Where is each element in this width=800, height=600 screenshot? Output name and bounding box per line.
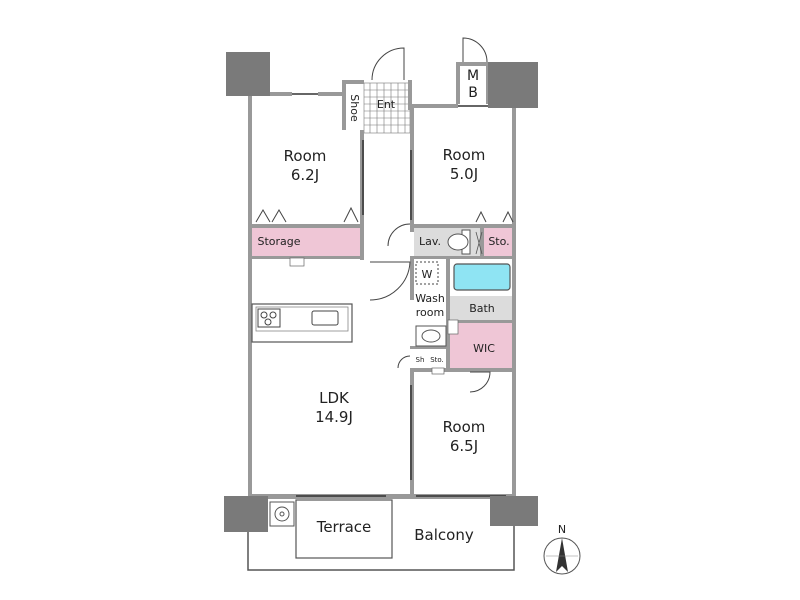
swing-doors (369, 37, 491, 393)
lavatory-label: Lav. (419, 235, 441, 248)
storage-label: Storage (257, 235, 300, 248)
wic-zone (450, 323, 514, 371)
washer-space (415, 261, 439, 285)
room-se-size: 6.5J (450, 437, 478, 455)
washroom-label-1: Wash (415, 292, 445, 305)
terrace-area (295, 499, 393, 559)
room-nw-size: 6.2J (291, 166, 319, 184)
room-se-label: Room (443, 418, 486, 436)
ldk-size: 14.9J (315, 408, 353, 426)
room-ne-label: Room (443, 146, 486, 164)
panel-box (289, 257, 305, 267)
north-label: N (558, 523, 566, 536)
toilet-icon (447, 229, 471, 255)
bathtub-icon (453, 263, 511, 291)
entrance-tiles (363, 82, 411, 134)
ldk-label: LDK (319, 389, 350, 407)
storage-zone (252, 228, 362, 258)
vent-box (431, 367, 445, 375)
bath-label: Bath (469, 302, 495, 315)
wic-label: WIC (473, 342, 495, 355)
balcony-label: Balcony (414, 526, 474, 544)
switch-box (447, 319, 459, 335)
sto-label: Sto. (488, 235, 509, 248)
sto-zone (484, 228, 514, 258)
washer-label: W (422, 268, 433, 281)
mb-top-label: M (467, 68, 479, 84)
shoe-label: Shoe (348, 94, 361, 122)
terrace-label: Terrace (316, 518, 372, 536)
sto-mini-label: Sto. (430, 356, 444, 364)
sh-label: Sh (416, 356, 425, 364)
compass-icon: N (543, 523, 581, 575)
entrance-label: Ent (377, 98, 396, 111)
bath-zone (450, 296, 514, 320)
mb-bottom-label: B (468, 85, 478, 101)
room-ne-size: 5.0J (450, 165, 478, 183)
balcony-fixture-icon (269, 501, 295, 527)
room-nw-label: Room (284, 147, 327, 165)
cooktop-icon (257, 308, 281, 328)
closet-markers (255, 206, 514, 223)
washbasin-icon (415, 325, 447, 347)
sink-icon (311, 310, 339, 326)
columns (224, 52, 538, 532)
washroom-label-2: room (416, 306, 444, 319)
kitchen-counter (251, 303, 353, 343)
sto-door-mark (475, 231, 483, 255)
